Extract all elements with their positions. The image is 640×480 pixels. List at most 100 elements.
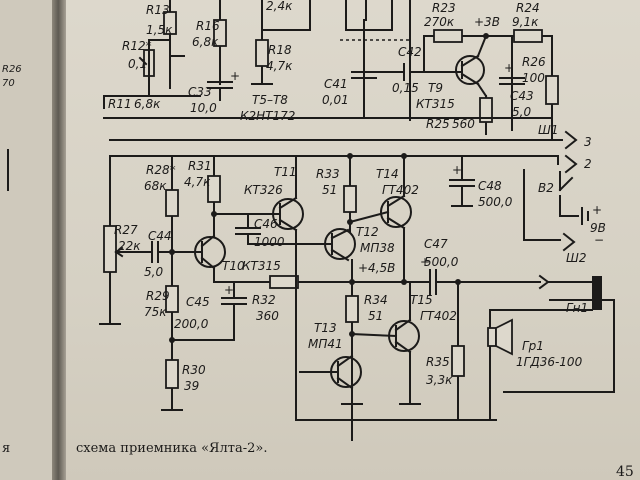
junction xyxy=(401,153,407,159)
wiper-arrow xyxy=(114,246,124,258)
switch-lever xyxy=(558,176,574,192)
label-value: К2НТ172 xyxy=(240,109,295,123)
resistor-r34 xyxy=(345,295,359,323)
label-value: КТ315 xyxy=(242,259,281,273)
label-pin: 2 xyxy=(584,157,592,171)
power-jack-section: Ш1 3 2 В2 + 9В − Ш2 xyxy=(109,123,606,265)
label-minus: − xyxy=(594,233,604,247)
label-ref: R29 xyxy=(146,289,170,303)
label-ref: R25 xyxy=(426,117,450,131)
label-value: 68к xyxy=(144,179,167,193)
label-ref: R33 xyxy=(316,167,340,181)
label-ref: T9 xyxy=(428,81,443,95)
plus-sign: + xyxy=(504,61,514,75)
label-value: 9В xyxy=(590,221,606,235)
label-ref: C46 xyxy=(254,217,278,231)
label-voltage: +3В xyxy=(474,15,500,29)
jack-contact xyxy=(564,154,578,174)
label-value: 5,0 xyxy=(512,105,531,119)
label-value: 2,4к xyxy=(266,0,293,13)
plus-sign: + xyxy=(230,69,240,83)
label-ref: Ш2 xyxy=(566,251,586,265)
transistor-emitter xyxy=(278,218,298,232)
label-ref: C33 xyxy=(188,85,212,99)
label-ref: R27 xyxy=(114,223,138,237)
transistor-t9 xyxy=(455,55,485,85)
label-ref: C48 xyxy=(478,179,502,193)
label-ref: T13 xyxy=(314,321,337,335)
wire xyxy=(476,34,488,58)
label-value: 100 xyxy=(522,71,545,85)
wire xyxy=(348,210,390,224)
label-value: 1000 xyxy=(254,235,285,249)
label-ref: T12 xyxy=(356,225,379,239)
resistor-r24 xyxy=(513,29,543,43)
junction xyxy=(401,279,407,285)
resistor-r32 xyxy=(269,275,299,289)
resistor-r25 xyxy=(479,97,493,123)
transistor-emitter xyxy=(330,248,350,262)
transistor-t10 xyxy=(194,236,226,268)
potentiometer-r27 xyxy=(103,225,117,273)
label-value: 51 xyxy=(322,183,337,197)
headphone-jack-gn1 xyxy=(592,276,602,310)
resistor-r23 xyxy=(433,29,463,43)
transistor-collector xyxy=(278,196,298,210)
label-ref: R11 xyxy=(108,97,132,111)
resistor-r35 xyxy=(451,345,465,377)
label-plus: + xyxy=(592,203,602,217)
label-ref: R35 xyxy=(426,355,450,369)
book-gutter xyxy=(52,0,66,480)
resistor-r26 xyxy=(545,75,559,105)
junction xyxy=(169,249,175,255)
label-ref: R26 xyxy=(522,55,546,69)
resistor-r13 xyxy=(163,11,177,35)
label-pin: 3 xyxy=(584,135,592,149)
label-ref: T11 xyxy=(274,165,297,179)
label-value: 500,0 xyxy=(424,255,459,269)
label-ref: R28* xyxy=(146,163,176,177)
label-value: 4,7к xyxy=(266,59,293,73)
label-voltage: +4,5В xyxy=(358,261,395,275)
label-value: МП38 xyxy=(360,241,395,255)
label-value: 270к xyxy=(424,15,455,29)
junction xyxy=(347,153,353,159)
transistor-collector xyxy=(200,234,216,248)
label-value: 6,8к xyxy=(192,35,219,49)
plus-sign: + xyxy=(224,283,234,297)
label-value: 360 xyxy=(256,309,279,323)
label-ref: R30 xyxy=(182,363,206,377)
jack-contact xyxy=(564,130,578,150)
transistor-collector xyxy=(386,194,406,208)
resistor-r18 xyxy=(255,39,269,67)
plus-sign: + xyxy=(420,255,430,269)
left-page-fragment: я xyxy=(2,441,10,456)
label-ref: В2 xyxy=(538,181,554,195)
label-ref: R13 xyxy=(146,3,170,17)
transistor-emitter xyxy=(336,376,354,390)
top-section: R13 1,5к R12* 0,1 R11 6,8к + R16 6,8к C3… xyxy=(103,0,559,141)
transistor-collector xyxy=(394,318,412,332)
label-value: ГТ402 xyxy=(420,309,457,323)
transistor-emitter xyxy=(386,216,406,230)
label-value: КТ315 xyxy=(416,97,455,111)
jack-contact xyxy=(562,232,576,252)
label-value: 10,0 xyxy=(190,101,217,115)
label-ref: R34 xyxy=(364,293,388,307)
label-ref: R24 xyxy=(516,1,540,15)
label-value: КТ326 xyxy=(244,183,283,197)
figure-caption: схема приемника «Ялта-2». xyxy=(76,441,268,456)
speaker-cone-icon xyxy=(495,318,513,356)
label-ref: R12* xyxy=(122,39,152,53)
transistor-t14 xyxy=(380,196,412,228)
label-ref: R16 xyxy=(196,19,220,33)
label-value: МП41 xyxy=(308,337,343,351)
label-ref: C41 xyxy=(324,77,348,91)
resistor-r16 xyxy=(213,19,227,47)
label-ref: R23 xyxy=(432,1,456,15)
left-page-fragment: R26 xyxy=(2,64,22,75)
transistor-emitter xyxy=(460,72,480,86)
label-ref: T5–T8 xyxy=(252,93,288,107)
label-ref: R32 xyxy=(252,293,276,307)
